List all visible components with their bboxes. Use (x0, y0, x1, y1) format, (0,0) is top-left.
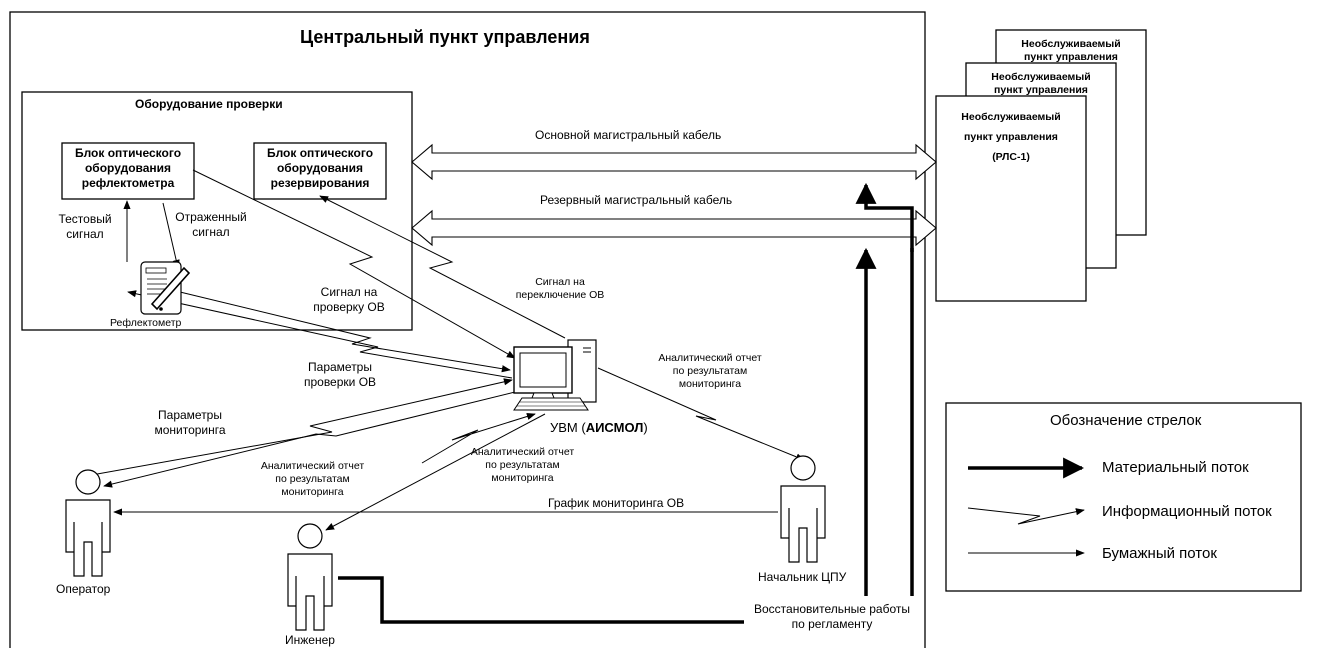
reserve-cable-arrow (411, 209, 937, 247)
legend-paper-label: Бумажный поток (1102, 545, 1217, 562)
operator-figure-icon (65, 469, 111, 577)
reserve-cable-label: Резервный магистральный кабель (540, 193, 733, 207)
schedule-label: График мониторинга ОВ (548, 496, 685, 510)
chief-label: Начальник ЦПУ (758, 570, 847, 584)
main-cable-label: Основной магистральный кабель (535, 128, 722, 142)
engineer-figure-icon (287, 523, 333, 631)
central-title: Центральный пункт управления (300, 27, 590, 47)
engineer-to-computer-flow (421, 412, 536, 464)
legend-information-arrow (967, 507, 1085, 525)
central-frame (9, 11, 926, 648)
main-cable-arrow (411, 143, 937, 181)
computer-to-reflectometer-flow (127, 290, 513, 379)
reflected-signal-arrow (162, 202, 180, 269)
block-reserve-frame (253, 142, 387, 200)
block-reflectometer-frame (61, 142, 195, 200)
reflectometer-icon (140, 261, 191, 315)
legend-material-label: Материальный поток (1102, 459, 1249, 476)
engineer-material-line (338, 576, 744, 624)
block-reserve-label: Блок оптического оборудования резервиров… (266, 146, 374, 190)
switch-signal-flow (319, 195, 566, 339)
reflectometer-to-computer-flow (179, 291, 511, 373)
engineer-label: Инженер (285, 633, 335, 647)
equipment-frame (21, 91, 413, 331)
computer-to-engineer-flow (325, 413, 546, 531)
equipment-title: Оборудование проверки (135, 97, 283, 111)
material-arrow-to-main (855, 182, 914, 252)
operator-to-computer-flow (85, 378, 513, 477)
reflectometer-label: Рефлектометр (110, 317, 182, 329)
computer-to-chief-flow (597, 367, 805, 461)
chief-figure-icon (780, 455, 826, 563)
operator-label: Оператор (56, 582, 111, 596)
remote-point-front-frame (935, 95, 1087, 302)
legend-title: Обозначение стрелок (1050, 412, 1202, 429)
signal-check-flow (192, 169, 516, 359)
legend-information-label: Информационный поток (1102, 503, 1272, 520)
computer-label: УВМ (АИСМОЛ) (550, 420, 648, 435)
block-reflectometer-label: Блок оптического оборудования рефлектоме… (74, 146, 182, 190)
legend-frame (945, 402, 1302, 592)
computer-to-operator-flow (103, 391, 516, 488)
computer-icon (513, 339, 597, 411)
